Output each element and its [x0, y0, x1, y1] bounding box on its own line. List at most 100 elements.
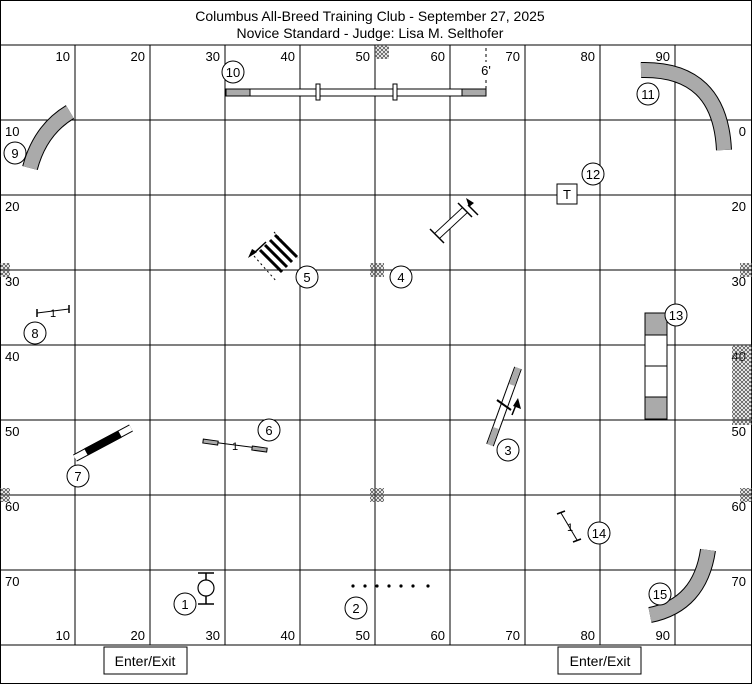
hatch-marker [0, 488, 10, 502]
jump-wing [572, 538, 582, 543]
badge-circle [23, 321, 47, 345]
obstacle-number-badge: 9 [3, 141, 27, 165]
ruler-left-label: 70 [5, 574, 19, 589]
broad-jump-obstacle [248, 231, 299, 283]
jump-height-label: 1 [232, 441, 238, 453]
badge-circle [389, 265, 413, 289]
pause-table [556, 183, 578, 205]
broad-jump-marker [253, 255, 278, 283]
dogwalk-plank [225, 88, 487, 97]
badge-number: 11 [641, 87, 655, 102]
badge-circle [344, 596, 368, 620]
badge-circle [587, 521, 611, 545]
badge-number: 3 [504, 443, 511, 458]
ruler-right-label: 50 [732, 424, 746, 439]
direction-arrow [467, 204, 479, 216]
seesaw-contact-zone [487, 427, 499, 446]
tire-ring [84, 430, 122, 456]
obstacle-number-badge: 15 [648, 582, 672, 606]
obstacle-number-badge: 10 [221, 60, 245, 84]
ruler-top-label: 90 [656, 49, 670, 64]
jump-wing [457, 202, 473, 218]
badge-circle [636, 82, 660, 106]
ruler-top-label: 50 [356, 49, 370, 64]
ruler-bottom-label: 20 [131, 628, 145, 643]
pause-table-label: T [563, 187, 571, 202]
broad-jump-board [268, 238, 294, 264]
obstacle-number-badge: 12 [581, 162, 605, 186]
ruler-top-label: 70 [506, 49, 520, 64]
hatch-marker [740, 488, 752, 502]
hatch-marker [740, 263, 752, 277]
direction-arrow-head [248, 249, 257, 258]
ruler-labels: 10 20 30 40 50 60 70 80 90 10 20 30 40 5… [5, 49, 746, 643]
weave-pole [399, 584, 403, 588]
badge-number: 5 [303, 270, 310, 285]
badge-number: 7 [74, 469, 81, 484]
start-post-ring [197, 579, 215, 597]
tunnel-body [23, 105, 74, 170]
ruler-left-label: 50 [5, 424, 19, 439]
dogwalk-contact-zone [461, 88, 487, 97]
obstacle-number-badge: 4 [389, 265, 413, 289]
direction-arrow-head [466, 198, 474, 207]
badge-circle [496, 438, 520, 462]
badge-circle [648, 582, 672, 606]
ruler-top-label: 60 [431, 49, 445, 64]
weave-pole [411, 584, 415, 588]
ruler-bottom-label: 40 [281, 628, 295, 643]
dogwalk-support [315, 83, 321, 101]
badge-number: 1 [181, 597, 188, 612]
badge-circle [295, 265, 319, 289]
jump-wing [429, 228, 445, 244]
enter-exit-gate-left: Enter/Exit [103, 646, 188, 675]
jump-height-label: 1 [50, 308, 56, 320]
badge-number: 9 [11, 146, 18, 161]
jump-wing [556, 510, 566, 515]
ruler-bottom-label: 90 [656, 628, 670, 643]
weave-pole [375, 584, 379, 588]
weave-pole [387, 584, 391, 588]
badge-circle [257, 418, 281, 442]
badge-number: 14 [592, 526, 606, 541]
ruler-right-label: 20 [732, 199, 746, 214]
badge-circle [664, 303, 688, 327]
ruler-left-label: 60 [5, 499, 19, 514]
gate-box [103, 646, 188, 675]
obstacle-number-badge: 8 [23, 321, 47, 345]
badge-circle [173, 592, 197, 616]
obstacle-number-badge: 14 [587, 521, 611, 545]
ruler-left-label: 10 [5, 124, 19, 139]
ruler-right-label: 30 [732, 274, 746, 289]
weave-pole [351, 584, 355, 588]
jump-wing [202, 438, 219, 446]
hatch-marker [375, 45, 389, 59]
hatch-markers [0, 45, 752, 502]
ruler-bottom-label: 10 [56, 628, 70, 643]
enter-exit-gate-right: Enter/Exit [557, 646, 642, 675]
badge-circle [221, 60, 245, 84]
badge-number: 13 [669, 308, 683, 323]
ruler-top-label: 20 [131, 49, 145, 64]
dogwalk-obstacle: 6' [225, 48, 491, 101]
ruler-top-label: 80 [581, 49, 595, 64]
course-subtitle: Novice Standard - Judge: Lisa M. Selthof… [237, 25, 504, 41]
seesaw-contact-zone [509, 367, 521, 386]
ruler-bottom-label: 30 [206, 628, 220, 643]
tunnel-body [640, 62, 731, 151]
hatch-marker [0, 263, 10, 277]
tunnel-body [648, 548, 715, 622]
winged-jump-obstacle: 1 [36, 305, 70, 320]
gate-label: Enter/Exit [115, 653, 176, 669]
spread-jump-obstacle: 1 [202, 438, 268, 453]
ruler-right-label: 60 [732, 499, 746, 514]
dogwalk-contact-zone [225, 88, 251, 97]
aframe-contact-zone [644, 312, 668, 336]
ruler-right-label: 70 [732, 574, 746, 589]
badge-number: 8 [31, 326, 38, 341]
ruler-bottom-label: 60 [431, 628, 445, 643]
bar-jump-obstacle: 1 [556, 510, 582, 543]
hatch-marker [370, 488, 384, 502]
course-title: Columbus All-Breed Training Club - Septe… [195, 8, 545, 24]
